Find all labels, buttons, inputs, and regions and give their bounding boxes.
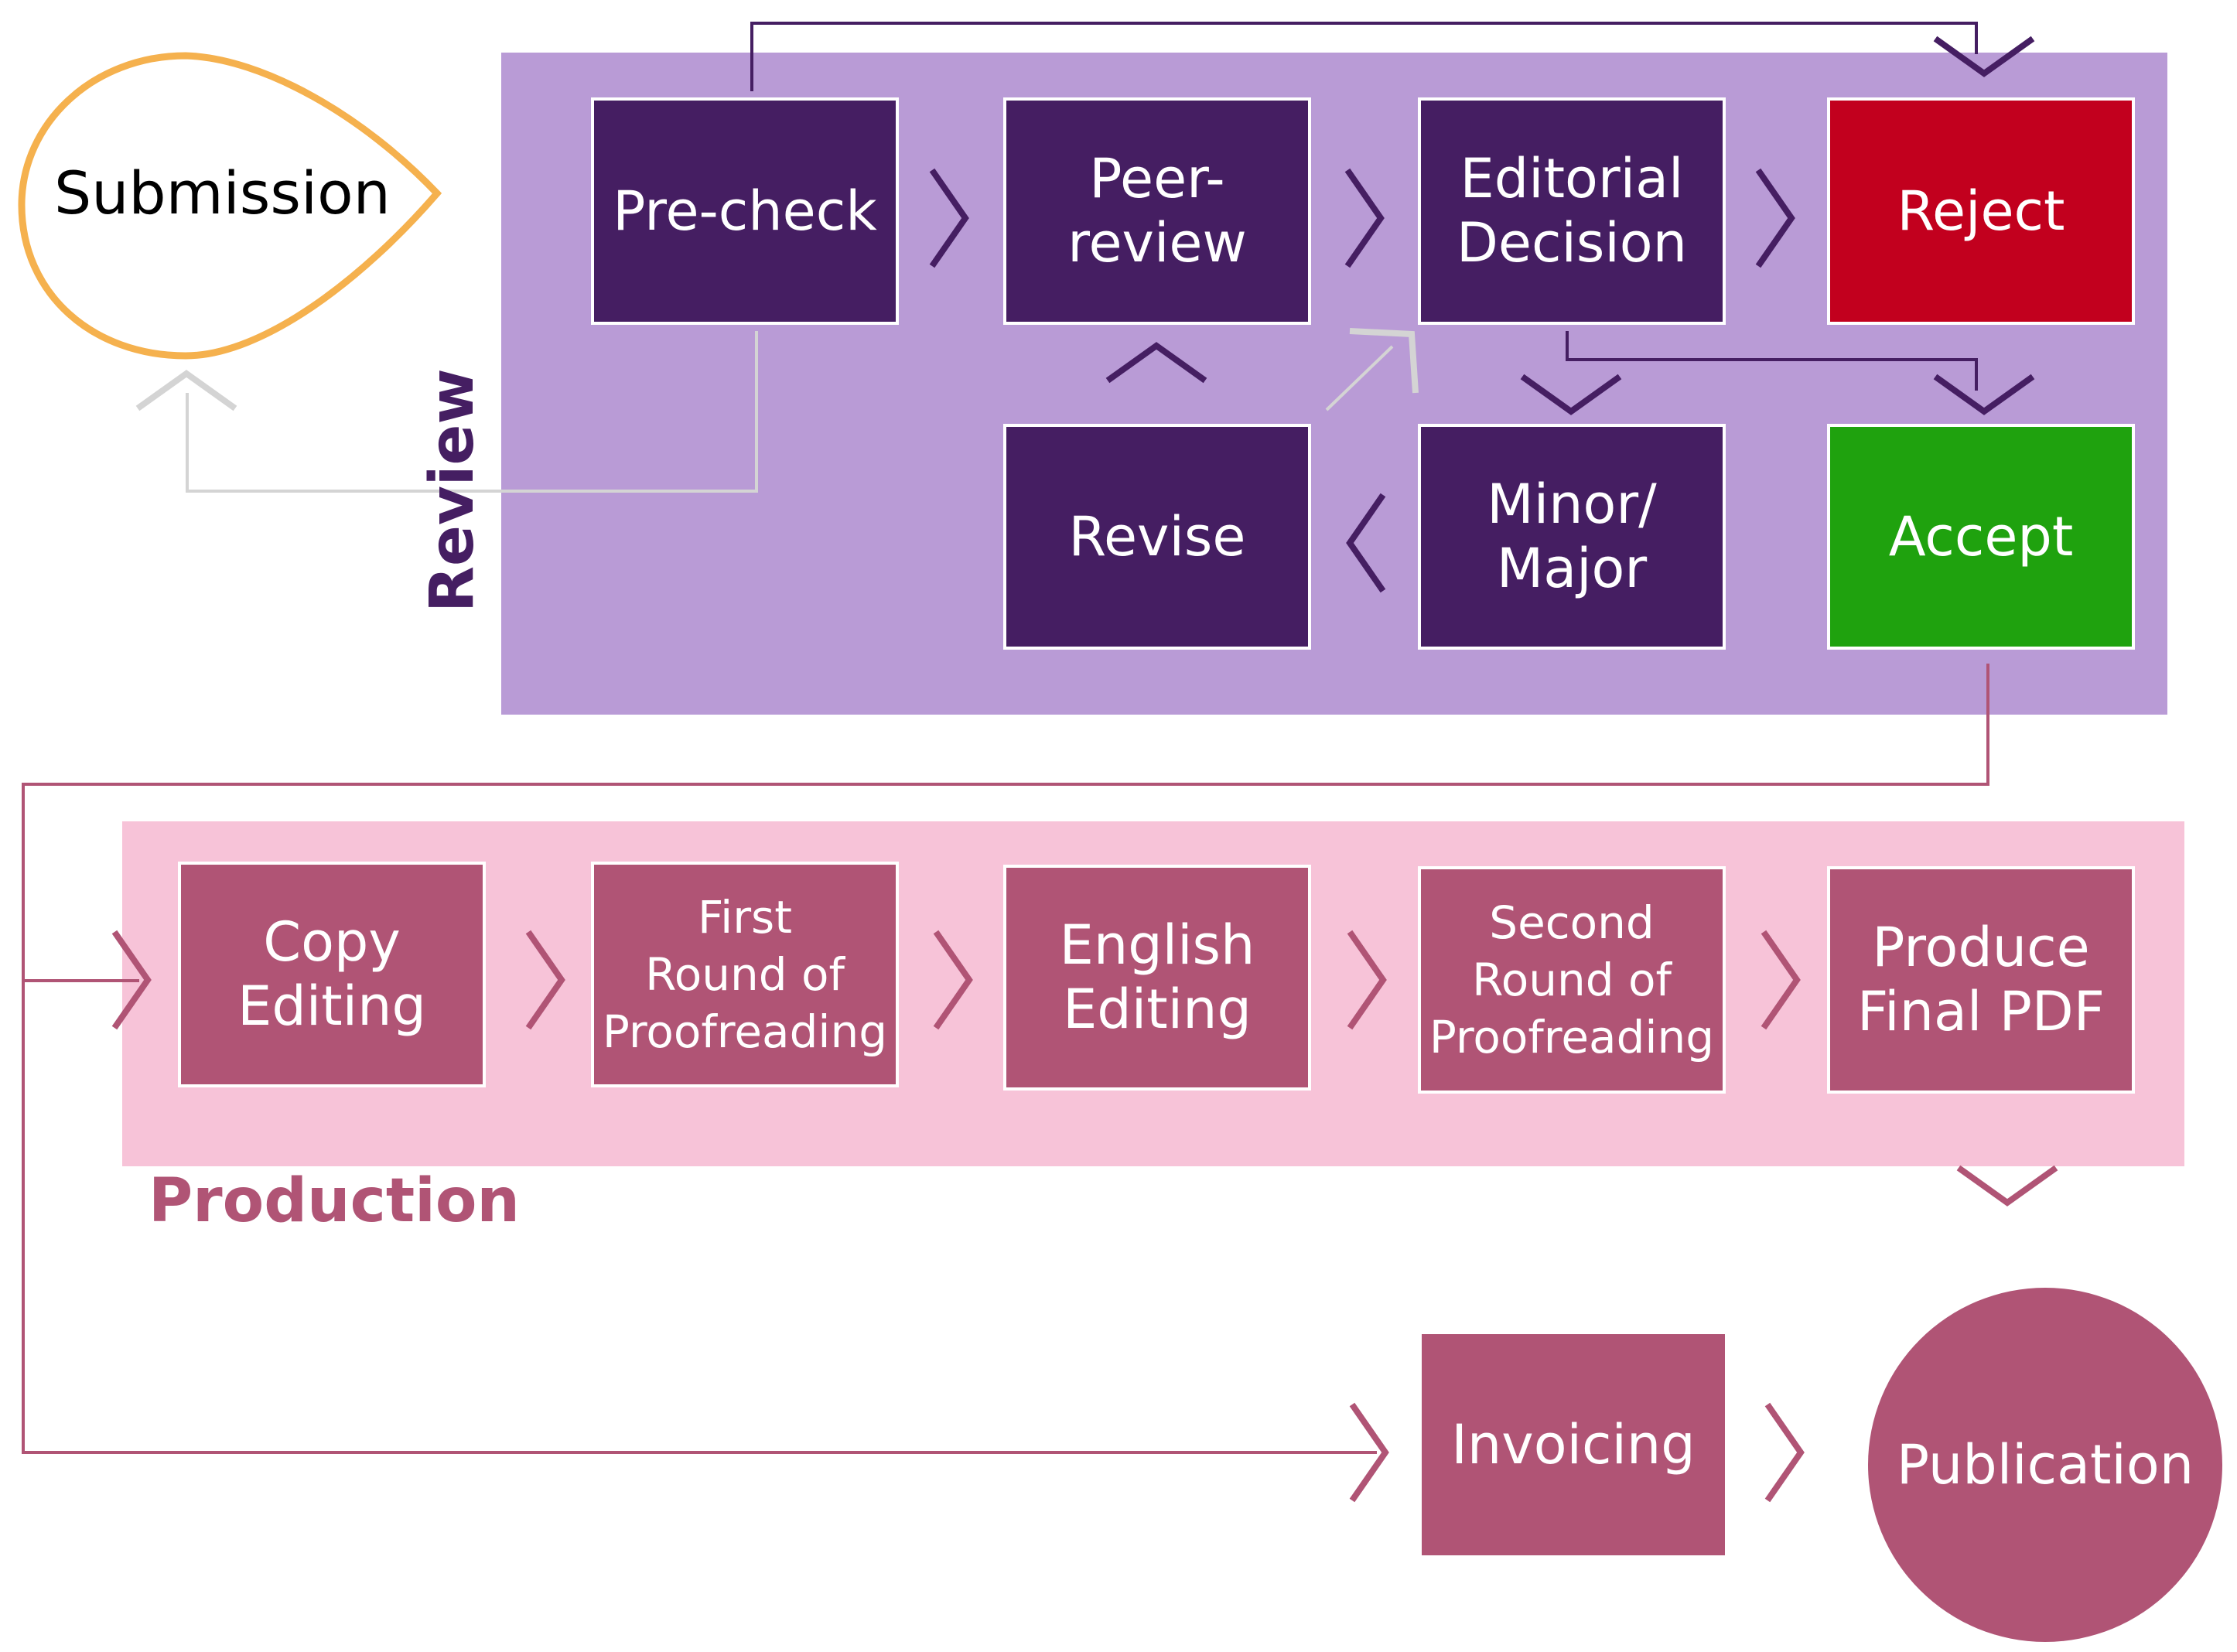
chevron-right-icon [525, 930, 565, 1030]
chevron-right-icon [1755, 168, 1795, 268]
english-editing-node[interactable]: English Editing [1003, 865, 1311, 1091]
precheck-return-line [186, 331, 758, 493]
accept-node[interactable]: Accept [1827, 424, 2135, 650]
copy-editing-node[interactable]: Copy Editing [178, 862, 486, 1087]
chevron-right-icon [1764, 1402, 1805, 1503]
chevron-right-icon [929, 168, 969, 268]
submission-node[interactable]: Submission [54, 159, 391, 227]
precheck-to-reject-line [750, 22, 1978, 91]
chevron-right-icon [1347, 930, 1387, 1030]
second-proofreading-node[interactable]: Second Round of Proofreading [1418, 866, 1726, 1094]
publication-node[interactable]: Publication [1868, 1288, 2222, 1642]
chevron-right-icon [933, 930, 973, 1030]
production-label: Production [149, 1166, 520, 1236]
first-proofreading-node[interactable]: First Round of Proofreading [591, 862, 899, 1087]
peer-review-node[interactable]: Peer-review [1003, 97, 1311, 325]
chevron-right-icon [1344, 168, 1385, 268]
chevron-right-icon [111, 930, 152, 1030]
chevron-down-icon [1933, 374, 2035, 415]
produce-final-pdf-node[interactable]: Produce Final PDF [1827, 866, 2135, 1094]
chevron-up-icon [1349, 328, 1419, 394]
editorial-decision-node[interactable]: Editorial Decision [1418, 97, 1726, 325]
precheck-node[interactable]: Pre-check [591, 97, 899, 325]
revise-node[interactable]: Revise [1003, 424, 1311, 650]
chevron-up-icon [135, 370, 237, 411]
reject-node[interactable]: Reject [1827, 97, 2135, 325]
review-label: Review [418, 368, 487, 613]
invoicing-node[interactable]: Invoicing [1422, 1334, 1725, 1555]
chevron-up-icon [1105, 342, 1207, 384]
chevron-down-icon [1956, 1165, 2058, 1207]
submission-label: Submission [54, 159, 391, 227]
decision-to-accept-line [1566, 331, 1978, 391]
submission-shape [18, 52, 442, 360]
chevron-right-icon [1761, 930, 1801, 1030]
accept-to-production-line [22, 664, 1989, 1454]
chevron-right-icon [1349, 1402, 1389, 1503]
chevron-left-icon [1346, 493, 1386, 593]
minor-major-node[interactable]: Minor/ Major [1418, 424, 1726, 650]
chevron-down-icon [1520, 374, 1622, 415]
chevron-down-icon [1933, 36, 2035, 77]
revise-to-decision-line [1325, 345, 1394, 411]
